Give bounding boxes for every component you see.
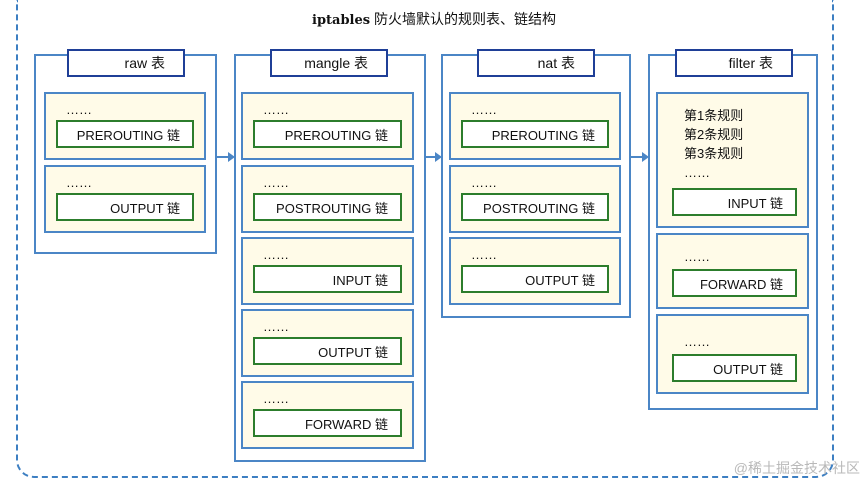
chain-mangle-output: …… OUTPUT 链: [241, 309, 414, 377]
chain-mangle-postrouting: …… POSTROUTING 链: [241, 165, 414, 233]
arrow-mangle-to-nat: [426, 152, 442, 162]
chain-label: OUTPUT 链: [253, 337, 402, 365]
table-mangle-name: mangle 表: [270, 49, 388, 77]
outer-dashed-frame: [16, 0, 834, 478]
chain-rules: ……: [263, 247, 289, 262]
title-en: iptables: [312, 13, 371, 28]
chain-rules: ……: [66, 175, 92, 190]
chain-label: OUTPUT 链: [56, 193, 194, 221]
chain-filter-output: …… OUTPUT 链: [656, 314, 809, 394]
chain-rules: ……: [471, 102, 497, 117]
chain-mangle-input: …… INPUT 链: [241, 237, 414, 305]
chain-rules: 第1条规则 第2条规则 第3条规则 ……: [684, 108, 744, 180]
chain-rules: ……: [471, 247, 497, 262]
chain-rules: ……: [684, 249, 710, 264]
chain-label: FORWARD 链: [672, 269, 797, 297]
chain-filter-input: 第1条规则 第2条规则 第3条规则 …… INPUT 链: [656, 92, 809, 228]
chain-label: FORWARD 链: [253, 409, 402, 437]
chain-label: POSTROUTING 链: [253, 193, 402, 221]
chain-nat-postrouting: …… POSTROUTING 链: [449, 165, 621, 233]
table-filter-name: filter 表: [675, 49, 793, 77]
watermark-text: @稀土掘金技术社区: [733, 460, 860, 476]
chain-nat-output: …… OUTPUT 链: [449, 237, 621, 305]
chain-mangle-forward: …… FORWARD 链: [241, 381, 414, 449]
chain-label: PREROUTING 链: [253, 120, 402, 148]
arrow-raw-to-mangle: [217, 152, 235, 162]
chain-label: INPUT 链: [253, 265, 402, 293]
chain-label: OUTPUT 链: [461, 265, 609, 293]
chain-label: OUTPUT 链: [672, 354, 797, 382]
chain-rules: ……: [263, 319, 289, 334]
chain-rules: ……: [684, 334, 710, 349]
chain-rules: ……: [263, 391, 289, 406]
chain-label: INPUT 链: [672, 188, 797, 216]
chain-filter-forward: …… FORWARD 链: [656, 233, 809, 309]
chain-raw-prerouting: …… PREROUTING 链: [44, 92, 206, 160]
arrow-nat-to-filter: [631, 152, 649, 162]
diagram-title: iptables 防火墙默认的规则表、链结构: [0, 9, 868, 29]
chain-rules: ……: [263, 175, 289, 190]
chain-rules: ……: [263, 102, 289, 117]
chain-label: POSTROUTING 链: [461, 193, 609, 221]
chain-raw-output: …… OUTPUT 链: [44, 165, 206, 233]
chain-label: PREROUTING 链: [461, 120, 609, 148]
title-zh: 防火墙默认的规则表、链结构: [373, 11, 556, 27]
chain-label: PREROUTING 链: [56, 120, 194, 148]
chain-rules: ……: [66, 102, 92, 117]
chain-nat-prerouting: …… PREROUTING 链: [449, 92, 621, 160]
table-nat-name: nat 表: [477, 49, 595, 77]
chain-rules: ……: [471, 175, 497, 190]
chain-mangle-prerouting: …… PREROUTING 链: [241, 92, 414, 160]
table-raw-name: raw 表: [67, 49, 185, 77]
